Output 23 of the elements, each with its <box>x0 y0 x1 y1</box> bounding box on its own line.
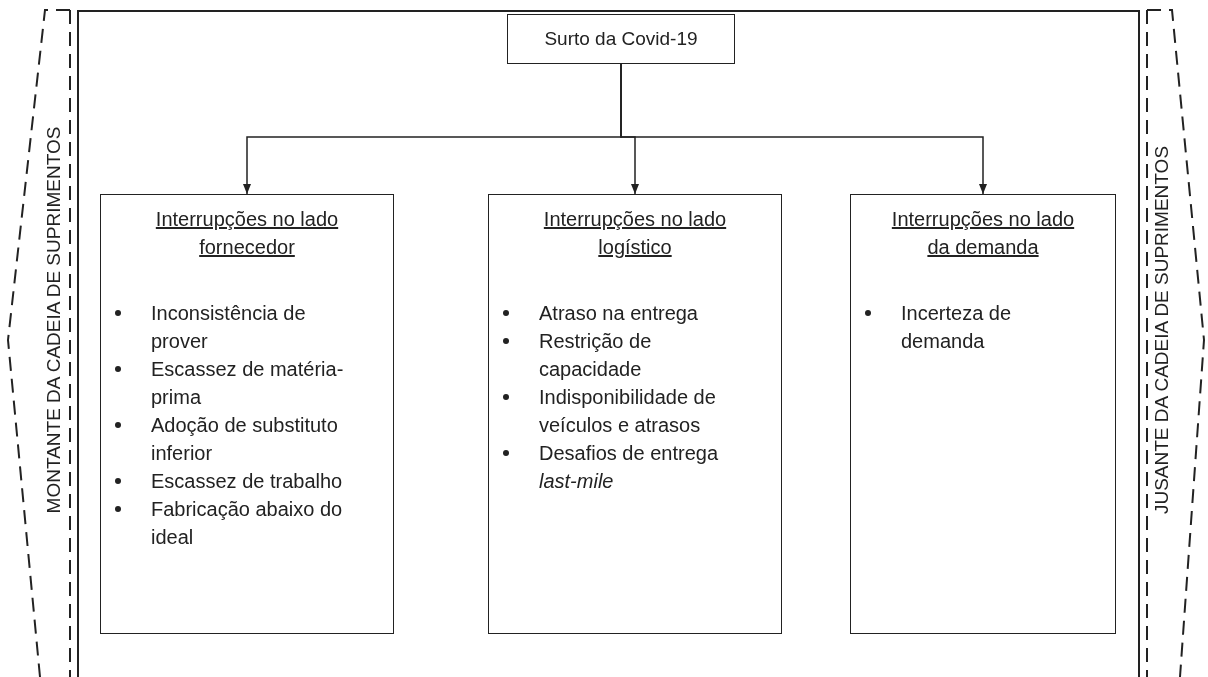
band-label: MONTANTE DA CADEIA DE SUPRIMENTOS <box>42 126 65 514</box>
bullet-item: Indisponibilidade de veículos e atrasos <box>489 383 781 439</box>
box-title: Surto da Covid-19 <box>543 27 699 51</box>
bullet-item: Inconsistência de prover <box>101 299 393 355</box>
box-heading: Interrupções no lado logístico <box>542 207 728 260</box>
bullet-item: Restrição de capacidade <box>489 327 781 383</box>
category-box <box>488 194 782 634</box>
bullet-item: Escassez de trabalho <box>101 467 393 495</box>
bullet-item: Escassez de matéria-prima <box>101 355 393 411</box>
category-box <box>850 194 1116 634</box>
bullet-item: Fabricação abaixo do ideal <box>101 495 393 551</box>
supply-chain-band <box>4 10 74 677</box>
box-heading: Interrupções no lado da demanda <box>890 207 1076 260</box>
box-heading: Interrupções no lado fornecedor <box>154 207 340 260</box>
category-box <box>100 194 394 634</box>
bullet-item: Atraso na entrega <box>489 299 781 327</box>
arrow <box>620 63 988 195</box>
bullet-item: Incerteza de demanda <box>851 299 1115 355</box>
frame-box <box>77 10 1140 677</box>
process-box <box>507 14 735 64</box>
bullet-item: Adoção de substituto inferior <box>101 411 393 467</box>
bullet-item: Desafios de entrega last-mile <box>489 439 781 495</box>
band-label: JUSANTE DA CADEIA DE SUPRIMENTOS <box>1151 145 1174 515</box>
